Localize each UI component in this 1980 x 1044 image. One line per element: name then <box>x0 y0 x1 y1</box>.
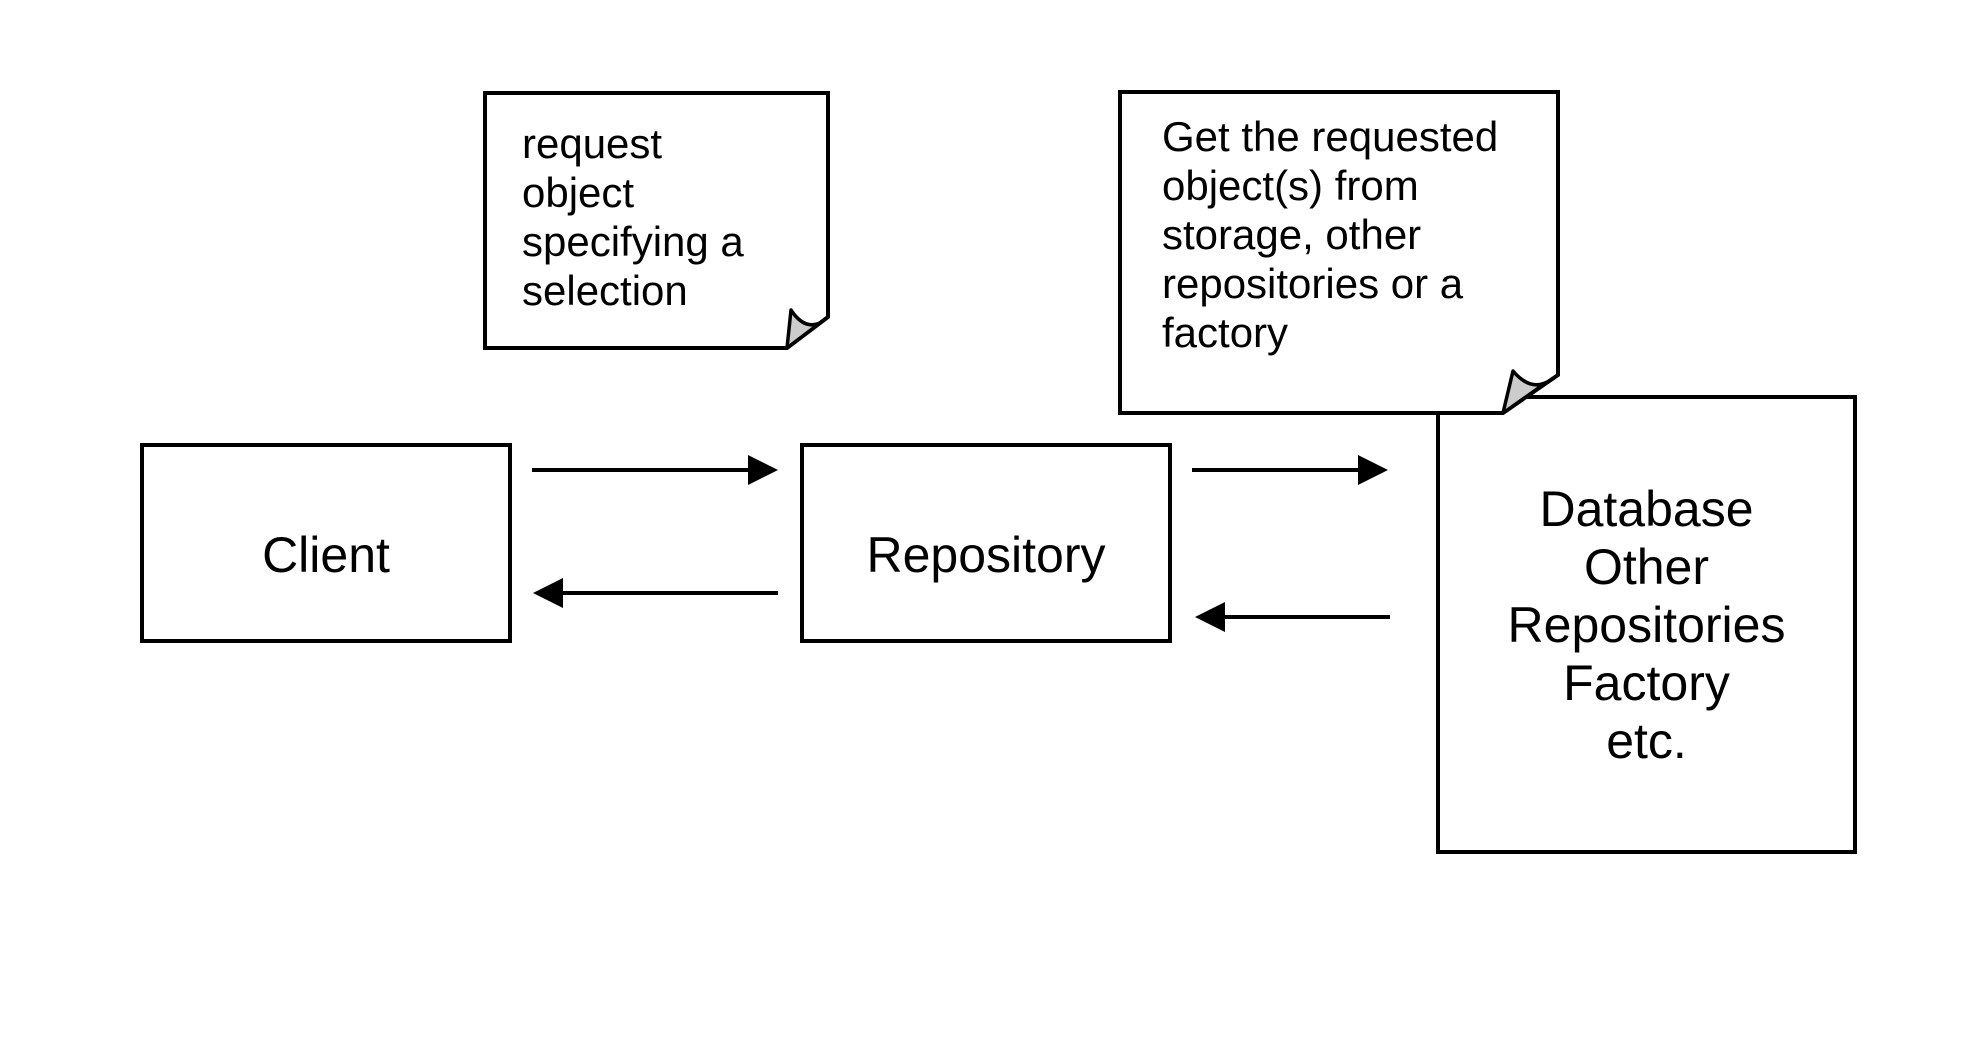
arrow-client-to-repository <box>532 455 778 485</box>
arrow-repository-to-client <box>533 578 778 608</box>
repository-label-text: Repository <box>866 527 1106 583</box>
arrow-repository-to-storage <box>1192 455 1388 485</box>
storage-label-line: Database <box>1539 480 1754 537</box>
note-line: repositories or a <box>1162 260 1464 307</box>
note-line: factory <box>1162 309 1289 356</box>
repository-box-label: Repository <box>802 445 1170 641</box>
arrow-right-icon <box>748 455 778 485</box>
note-line: object(s) from <box>1162 162 1419 209</box>
storage-label-line: Repositories <box>1507 596 1786 653</box>
arrow-left-icon <box>1195 602 1225 632</box>
storage-box-label: Database Other Repositories Factory etc. <box>1438 397 1855 852</box>
arrow-right-icon <box>1358 455 1388 485</box>
note-line: request <box>522 120 663 167</box>
note-line: storage, other <box>1162 211 1422 258</box>
storage-box <box>1436 395 1857 854</box>
storage-label-line: Factory <box>1563 654 1730 711</box>
note-line: specifying a <box>522 218 744 265</box>
storage-label-line: Other <box>1583 538 1710 595</box>
note-line: selection <box>522 267 688 314</box>
get-note-text: Get the requested object(s) from storage… <box>1162 112 1498 357</box>
client-box <box>140 443 512 643</box>
arrow-left-icon <box>533 578 563 608</box>
request-note-text: request object specifying a selection <box>522 119 744 315</box>
get-note-folded-corner-icon <box>1501 369 1549 415</box>
note-line: object <box>522 169 635 216</box>
arrow-storage-to-repository <box>1195 602 1390 632</box>
client-label-text: Client <box>262 527 390 583</box>
repository-box <box>800 443 1172 643</box>
request-note-folded-corner-icon <box>785 308 822 350</box>
note-line: Get the requested <box>1162 113 1499 160</box>
client-box-label: Client <box>142 445 510 641</box>
storage-label-line: etc. <box>1606 712 1687 769</box>
